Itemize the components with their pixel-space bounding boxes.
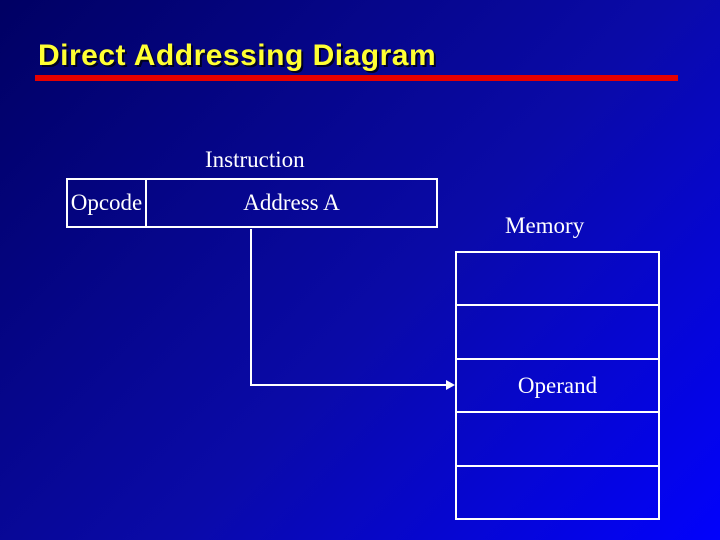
- memory-row: [457, 464, 658, 518]
- memory-row: [457, 304, 658, 357]
- memory-table: Operand: [455, 251, 660, 520]
- memory-label: Memory: [505, 213, 585, 238]
- opcode-cell: Opcode: [68, 180, 147, 226]
- instruction-label: Instruction: [205, 147, 305, 172]
- memory-row: [457, 253, 658, 304]
- slide-title: Direct Addressing Diagram: [38, 39, 437, 72]
- arrowhead-icon: [446, 380, 455, 390]
- memory-row-operand: Operand: [457, 357, 658, 411]
- instruction-box: Opcode Address A: [66, 178, 438, 228]
- address-a-cell: Address A: [243, 190, 340, 215]
- title-underline: [35, 75, 678, 81]
- memory-row: [457, 411, 658, 464]
